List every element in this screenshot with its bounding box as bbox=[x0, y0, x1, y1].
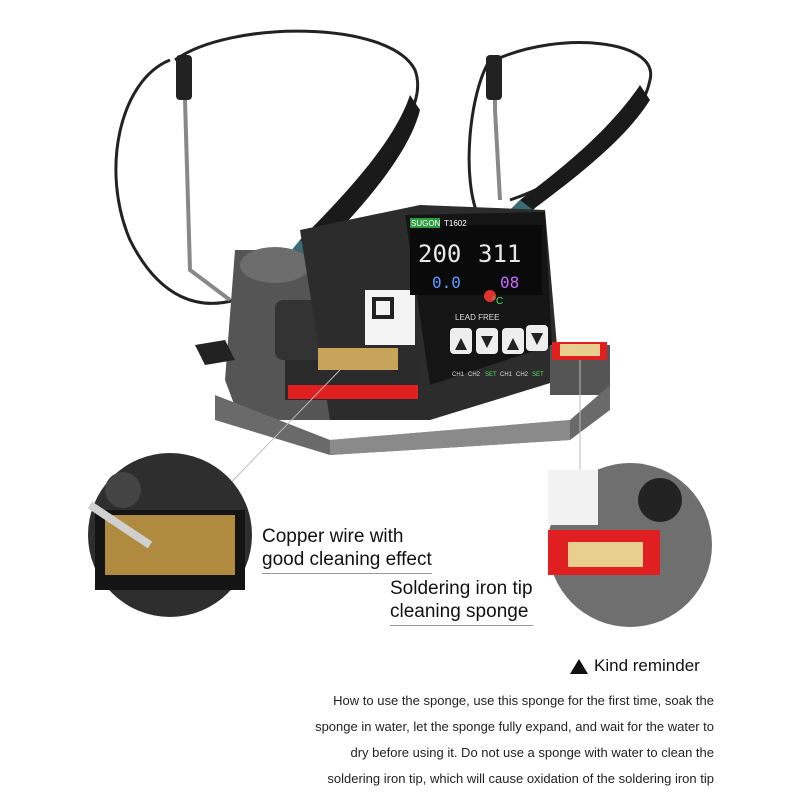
display-left-temp: 200 bbox=[418, 240, 461, 268]
reminder-line-1: How to use the sponge, use this sponge f… bbox=[333, 693, 714, 708]
warning-triangle-icon bbox=[570, 658, 588, 674]
model-label: T1602 bbox=[444, 219, 467, 228]
reminder-text: How to use the sponge, use this sponge f… bbox=[194, 688, 714, 792]
display-right-temp: 311 bbox=[478, 240, 521, 268]
display-left-small: 0.0 bbox=[432, 273, 461, 292]
display-right-small: 08 bbox=[500, 273, 519, 292]
sponge-callout-line2: cleaning sponge bbox=[390, 600, 533, 626]
button-label-ch2-b: CH2 bbox=[516, 372, 529, 378]
button-label-ch1-b: CH1 bbox=[500, 372, 513, 378]
sponge-callout: Soldering iron tip cleaning sponge bbox=[390, 577, 533, 626]
reminder-line-3: dry before using it. Do not use a sponge… bbox=[350, 745, 715, 760]
copper-wire-callout-line1: Copper wire with bbox=[262, 526, 404, 547]
reminder-heading: Kind reminder bbox=[570, 656, 700, 676]
button-label-ch1: CH1 bbox=[452, 372, 465, 378]
control-buttons[interactable] bbox=[450, 325, 548, 354]
button-label-set-b: SET bbox=[532, 372, 544, 378]
unit-label: °C bbox=[492, 296, 503, 307]
copper-wire-callout: Copper wire with good cleaning effect bbox=[262, 525, 432, 574]
status-led-icon bbox=[484, 290, 496, 302]
reminder-line-4: soldering iron tip, which will cause oxi… bbox=[327, 771, 714, 786]
brand-label: SUGON bbox=[411, 219, 441, 228]
copper-wire-callout-line2: good cleaning effect bbox=[262, 548, 432, 574]
soldering-station-illustration: SUGON T1602 200 311 0.0 08 °C LEAD FREE … bbox=[87, 29, 712, 627]
sponge-callout-line1: Soldering iron tip bbox=[390, 578, 533, 599]
reminder-title: Kind reminder bbox=[594, 656, 700, 675]
button-label-ch2: CH2 bbox=[468, 372, 481, 378]
lead-free-label: LEAD FREE bbox=[455, 313, 499, 322]
button-label-set: SET bbox=[485, 372, 497, 378]
reminder-line-2: sponge in water, let the sponge fully ex… bbox=[315, 719, 714, 734]
